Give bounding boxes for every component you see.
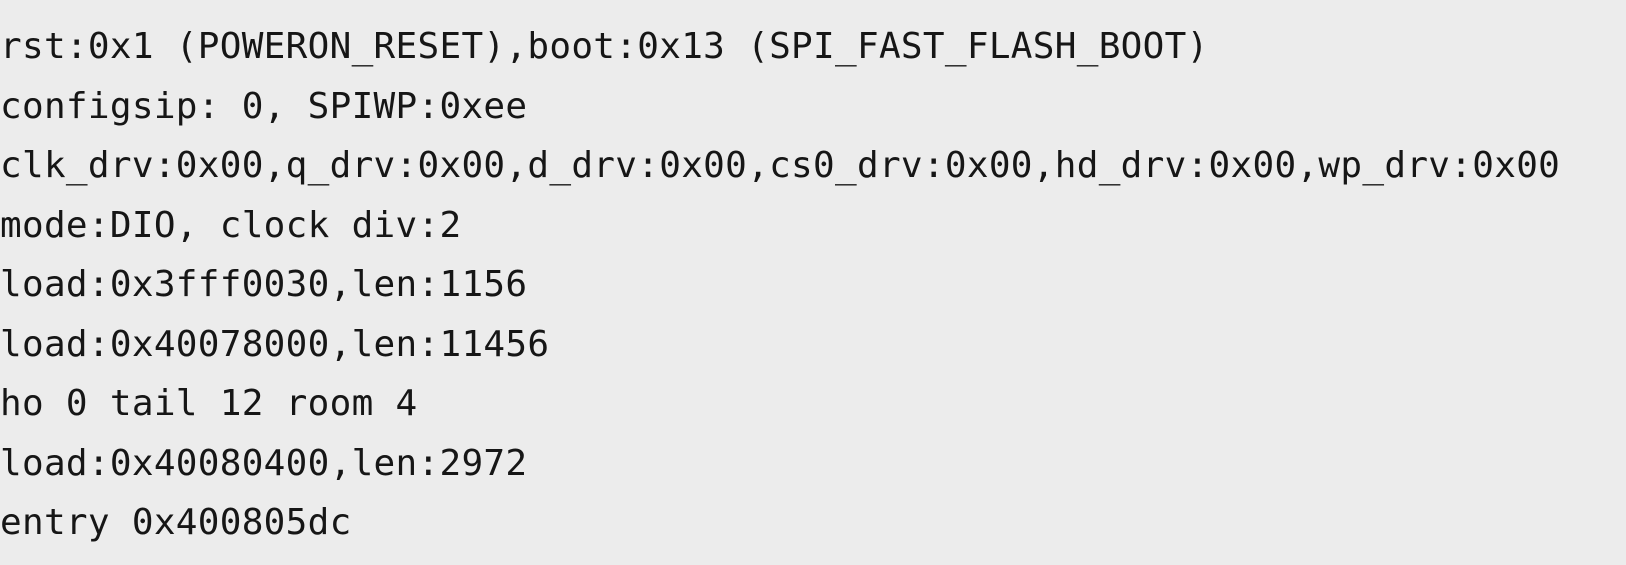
console-line-entry: entry 0x400805dc (0, 502, 352, 543)
console-line-load-1: load:0x3fff0030,len:1156 (0, 264, 528, 305)
console-line-load-2: load:0x40078000,len:11456 (0, 323, 550, 365)
console-line-rst-boot: rst:0x1 (POWERON_RESET),boot:0x13 (SPI_F… (0, 26, 1209, 67)
console-line-configsip: configsip: 0, SPIWP:0xee (0, 85, 528, 127)
console-line-load-3: load:0x40080400,len:2972 (0, 442, 528, 484)
console-line-drv-config: clk_drv:0x00,q_drv:0x00,d_drv:0x00,cs0_d… (0, 145, 1561, 186)
console-line-mode-clock: mode:DIO, clock div:2 (0, 204, 462, 246)
console-line-ho-tail: ho 0 tail 12 room 4 (0, 383, 418, 424)
